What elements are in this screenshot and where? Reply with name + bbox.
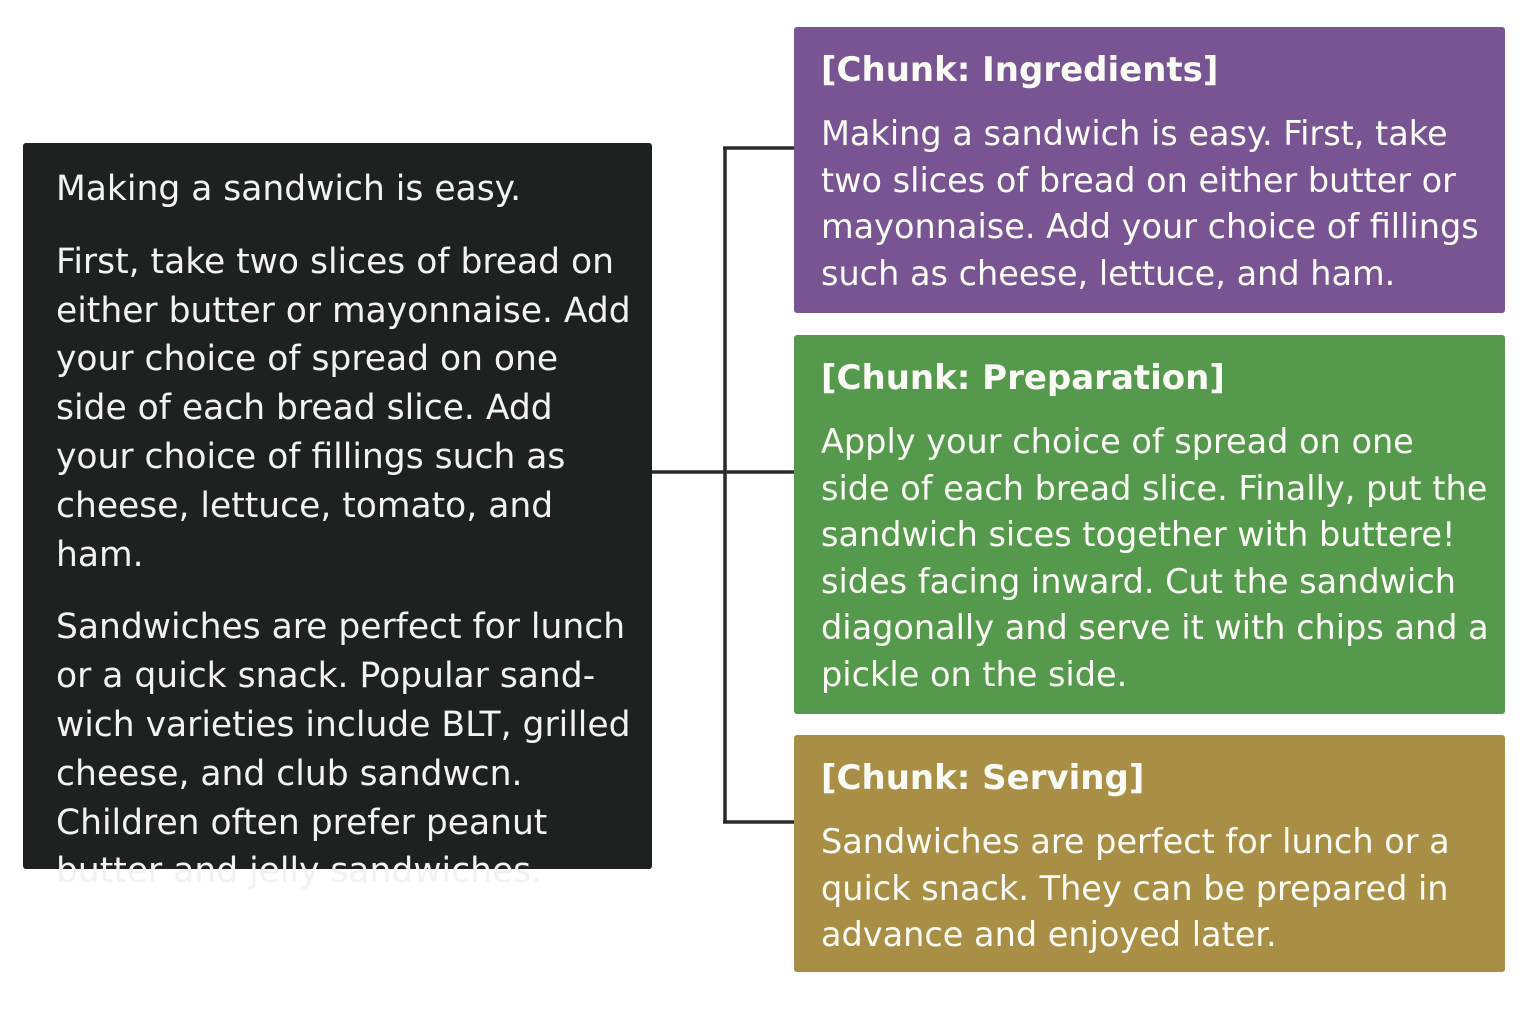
source-paragraph-1: Making a sandwich is easy. [56,169,522,209]
source-paragraph-3: Sandwiches are perfect for lunch or a qu… [56,607,631,892]
chunk-ingredients: [Chunk: Ingredients] Making a sandwich i… [794,27,1505,313]
chunk-title: [Chunk: Preparation] [821,358,1225,398]
chunk-preparation: [Chunk: Preparation] Apply your choice o… [794,335,1505,714]
source-text-box: Making a sandwich is easy. First, take t… [23,143,652,891]
chunk-text: Apply your choice of spread on one side … [821,422,1489,694]
source-paragraph-2: First, take two slices of bread on eithe… [56,241,631,575]
chunk-serving: [Chunk: Serving] Sandwiches are perfect … [794,735,1505,972]
chunk-title: [Chunk: Serving] [821,758,1145,798]
chunk-title: [Chunk: Ingredients] [821,50,1219,90]
chunk-text: Sandwiches are perfect for lunch or a qu… [821,822,1450,955]
chunk-text: Making a sandwich is easy. First, take t… [821,114,1479,293]
